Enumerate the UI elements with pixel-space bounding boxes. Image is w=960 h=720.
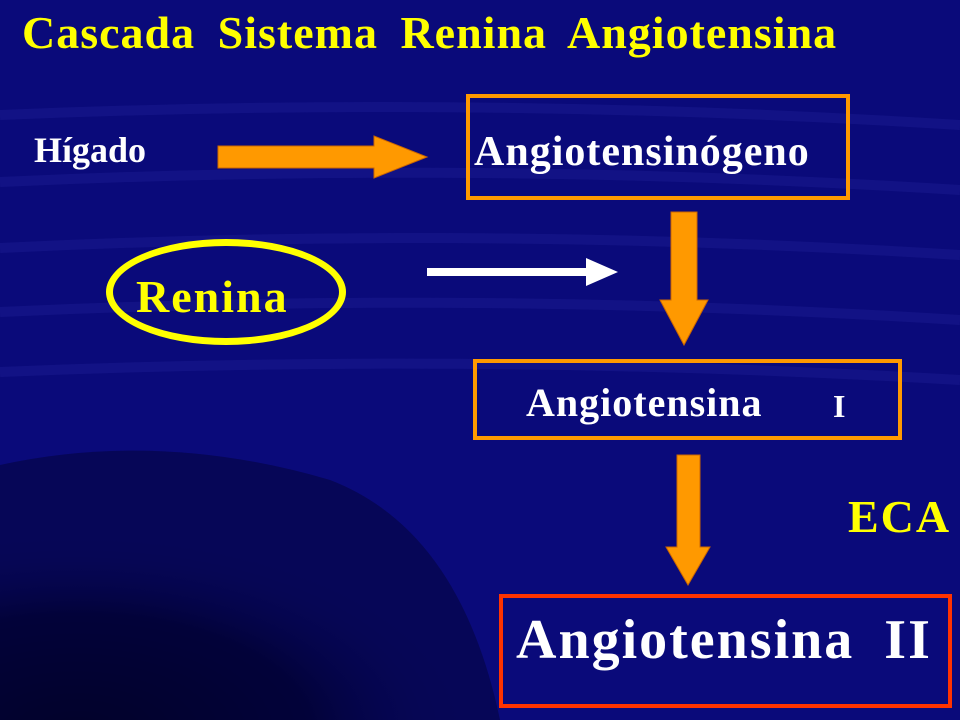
angiotensin-1-box xyxy=(473,359,902,440)
slide-title: Cascada Sistema Renina Angiotensina xyxy=(22,7,838,58)
angiotensin-1-label: Angiotensina xyxy=(526,380,763,425)
angiotensin-2-box xyxy=(499,594,952,708)
angiotensinogen-to-angiotensin-1-arrow xyxy=(659,211,709,347)
angiotensin-2-label: Angiotensina II xyxy=(516,609,932,671)
angiotensin-1-suffix: I xyxy=(833,388,846,424)
renin-label: Renina xyxy=(136,271,289,322)
liver-to-angiotensinogen-arrow xyxy=(217,135,429,179)
angiotensinogen-box xyxy=(466,94,850,200)
liver-label: Hígado xyxy=(34,130,147,170)
renin-ellipse xyxy=(106,239,346,345)
ace-label: ECA xyxy=(848,491,952,542)
renin-arrow xyxy=(427,258,618,286)
angiotensinogen-label: Angiotensinógeno xyxy=(474,129,810,175)
angiotensin-1-to-angiotensin-2-arrow xyxy=(665,454,711,586)
